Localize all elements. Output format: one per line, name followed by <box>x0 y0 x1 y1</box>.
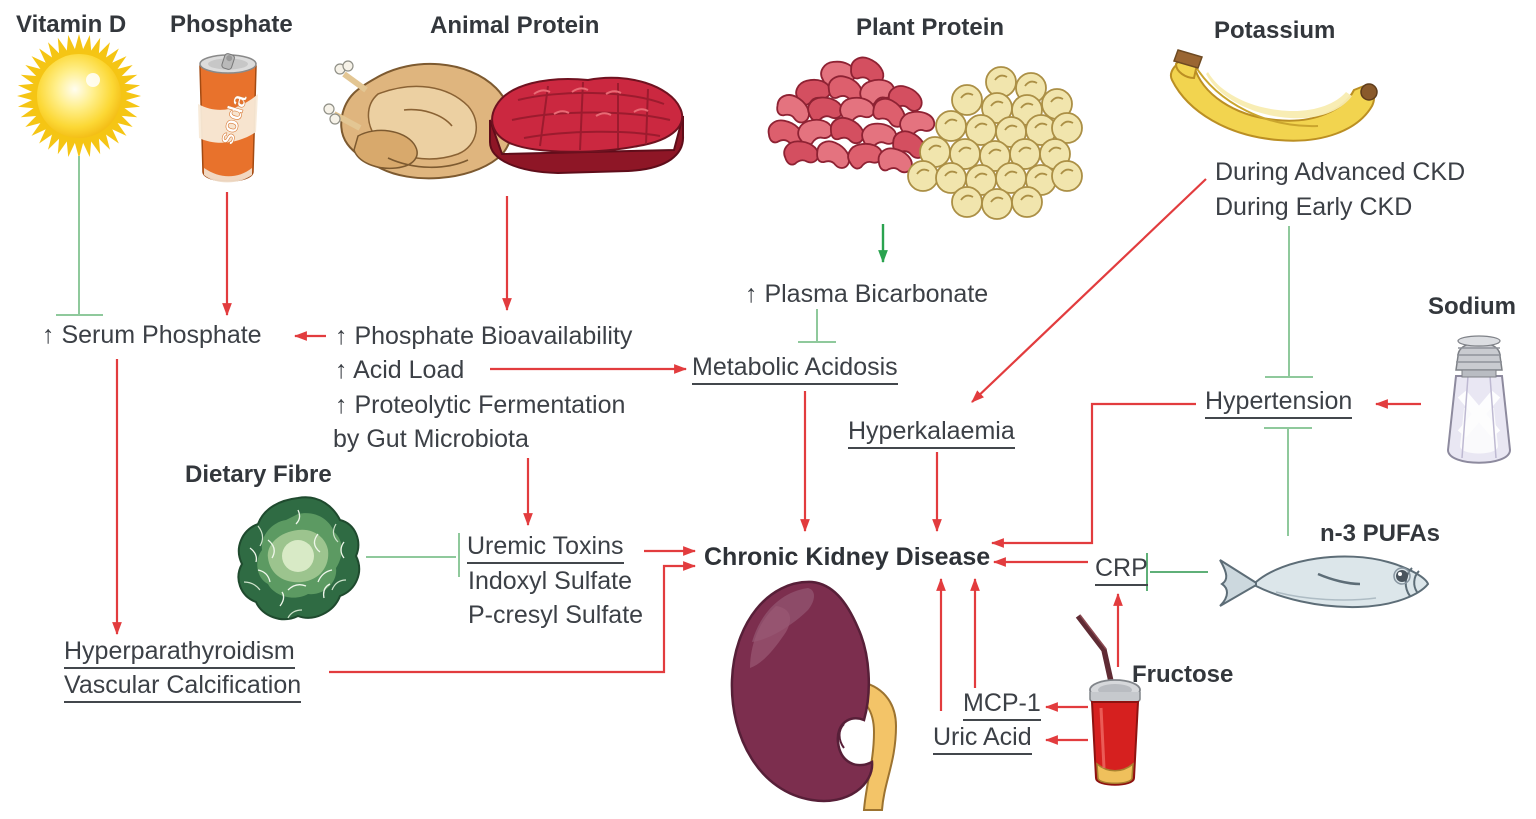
node-indoxyl-sulfate: Indoxyl Sulfate <box>468 567 632 595</box>
node-plasma-bicarbonate: ↑ Plasma Bicarbonate <box>745 280 989 308</box>
label-phosphate: Phosphate <box>170 11 293 38</box>
salt-shaker-icon <box>1438 330 1520 480</box>
node-mcp1: MCP-1 <box>963 689 1041 721</box>
banana-icon <box>1158 46 1386 150</box>
turkey-icon <box>318 50 523 188</box>
inhibit-plasma-bicarbonate-to-metabolic-acidosis <box>798 309 836 343</box>
label-vitamin-d: Vitamin D <box>16 11 127 38</box>
node-hypertension: Hypertension <box>1205 387 1353 419</box>
node-acid-load: ↑ Acid Load <box>335 356 465 384</box>
node-hyperparathyroidism: Hyperparathyroidism <box>64 637 295 669</box>
note-during-advanced-ckd: During Advanced CKD <box>1215 158 1466 186</box>
node-chronic-kidney-disease: Chronic Kidney Disease <box>704 543 991 571</box>
label-sodium: Sodium <box>1428 293 1516 320</box>
node-vascular-calcification: Vascular Calcification <box>64 671 302 703</box>
node-proteolytic-fermentation: ↑ Proteolytic Fermentation <box>335 391 626 419</box>
node-uric-acid: Uric Acid <box>933 723 1032 755</box>
note-during-early-ckd: During Early CKD <box>1215 193 1413 221</box>
label-n3-pufas: n-3 PUFAs <box>1320 520 1441 547</box>
node-phosphate-bioavailability: ↑ Phosphate Bioavailability <box>335 322 633 350</box>
label-animal-protein: Animal Protein <box>430 12 600 39</box>
inhibit-early-ckd-potassium-to-hypertension <box>1265 226 1313 378</box>
sun-icon <box>8 30 150 164</box>
fructose-cup-icon <box>1060 606 1155 792</box>
node-by-gut-microbiota: by Gut Microbiota <box>333 425 529 453</box>
chickpeas-icon <box>905 62 1085 224</box>
inhibit-n3-pufas-to-crp <box>1146 553 1208 591</box>
cabbage-icon <box>228 490 368 626</box>
label-plant-protein: Plant Protein <box>856 14 1005 41</box>
node-uremic-toxins: Uremic Toxins <box>467 532 624 564</box>
soda-can-icon: soda <box>190 44 266 192</box>
inhibit-dietary-fibre-to-uremic-toxins <box>366 533 460 577</box>
label-fructose: Fructose <box>1132 661 1234 688</box>
node-crp: CRP <box>1095 554 1148 586</box>
label-dietary-fibre: Dietary Fibre <box>185 461 332 488</box>
inhibit-vitamin-d-to-serum-phosphate <box>56 156 103 316</box>
node-p-cresyl-sulfate: P-cresyl Sulfate <box>468 601 644 629</box>
node-serum-phosphate: ↑ Serum Phosphate <box>42 321 262 349</box>
inhibit-fish-crp <box>1146 553 1208 591</box>
kidney-icon <box>716 570 916 818</box>
arrow-hypertension-to-ckd <box>990 402 1196 548</box>
inhibit-n3-pufas-to-hypertension <box>1264 427 1312 536</box>
node-metabolic-acidosis: Metabolic Acidosis <box>692 353 898 385</box>
steak-icon <box>478 58 693 188</box>
node-hyperkalaemia: Hyperkalaemia <box>848 417 1015 449</box>
fish-icon <box>1206 540 1438 618</box>
label-potassium: Potassium <box>1214 17 1336 44</box>
